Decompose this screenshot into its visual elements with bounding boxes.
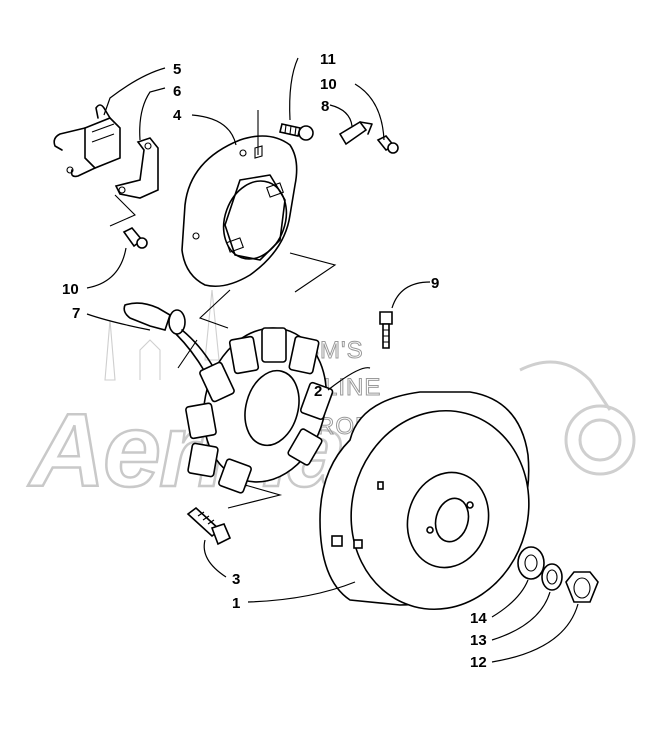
stator-plate (181, 135, 298, 288)
stator-coil (185, 327, 334, 494)
callout-14: 14 (470, 610, 487, 627)
bolt (279, 123, 314, 141)
callout-10-left: 10 (62, 281, 79, 298)
watermark-castle (104, 289, 220, 381)
coil-bolt (379, 311, 393, 349)
leader-lines (86, 57, 579, 663)
flywheel (319, 391, 530, 611)
clip-screw-right (376, 134, 399, 154)
callout-9: 9 (431, 275, 439, 292)
wire-grommet (123, 302, 213, 373)
flywheel-nut (565, 571, 599, 603)
callout-7: 7 (72, 305, 80, 322)
callout-3: 3 (232, 571, 240, 588)
callout-5: 5 (173, 61, 181, 78)
callout-12: 12 (470, 654, 487, 671)
watermark-motorcycle (519, 360, 636, 476)
plate-screw-left (122, 227, 148, 249)
callout-11: 11 (320, 51, 336, 68)
bracket (114, 137, 159, 199)
lock-washer (541, 563, 563, 591)
callout-6: 6 (173, 83, 181, 100)
flat-washer (517, 546, 545, 580)
callout-4: 4 (173, 107, 182, 124)
pickup-coil (53, 104, 121, 178)
callout-labels: 1 2 3 4 5 6 7 8 9 10 10 11 12 13 14 (62, 51, 487, 671)
stator-screw (186, 506, 232, 546)
callout-10-right: 10 (320, 76, 337, 93)
callout-1: 1 (232, 595, 240, 612)
assembly-lines (109, 110, 337, 509)
callout-13: 13 (470, 632, 487, 649)
callout-2: 2 (314, 383, 322, 400)
terminal-clip (338, 120, 373, 146)
callout-8: 8 (321, 98, 329, 115)
